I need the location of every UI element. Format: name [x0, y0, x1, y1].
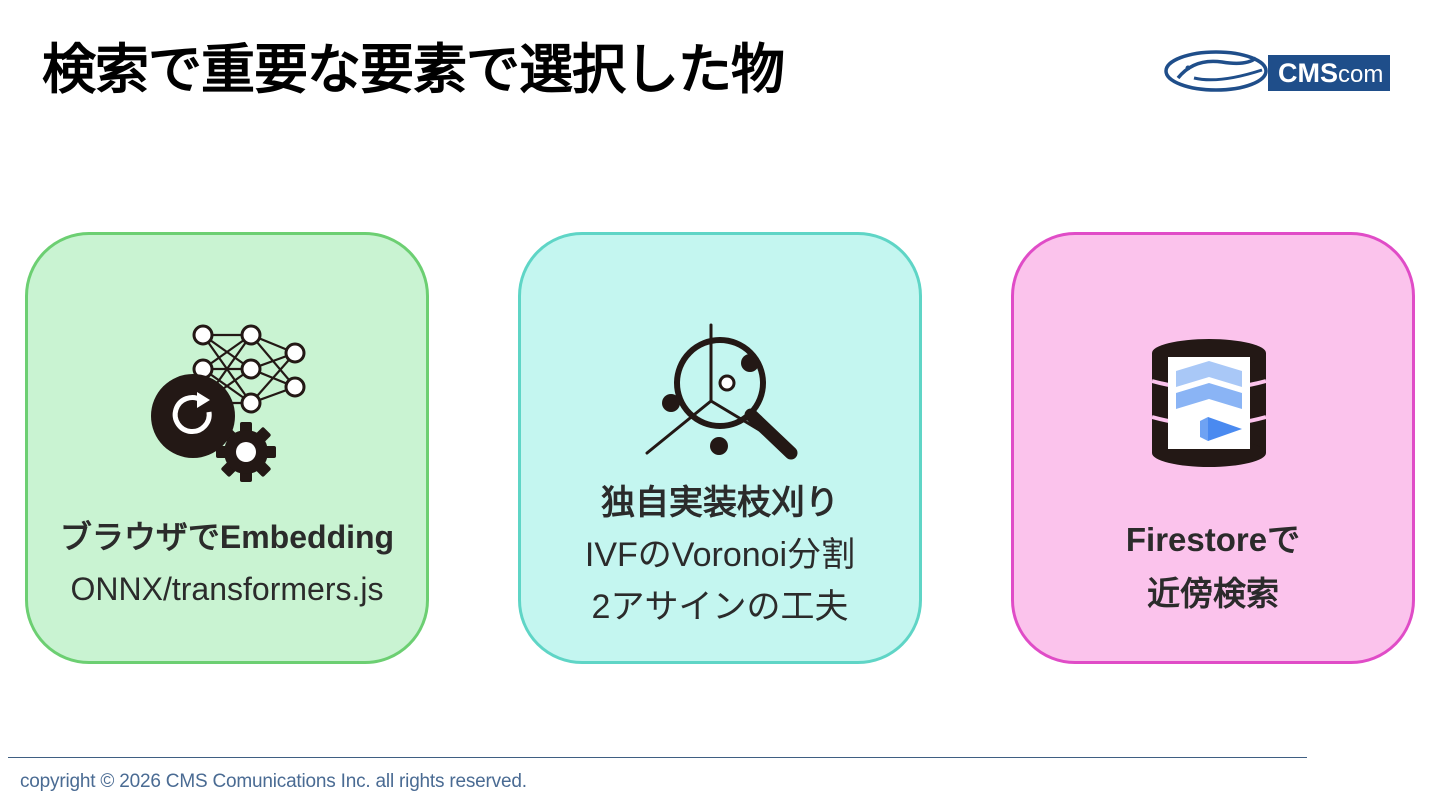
footer-divider: [8, 757, 1307, 758]
card-subtext: IVFのVoronoi分割: [584, 536, 856, 574]
card-heading: Firestoreで: [1125, 521, 1301, 558]
card-heading: ブラウザでEmbedding: [59, 519, 395, 555]
neural-network-gear-icon: [151, 324, 306, 482]
logo-wordmark: CMScom: [1268, 55, 1390, 91]
cms-logo: CMScom: [1164, 48, 1390, 94]
card-firestore-search: Firestoreで 近傍検索: [1011, 232, 1415, 664]
magnifier-voronoi-icon: [645, 323, 798, 460]
card-text: ブラウザでEmbedding ONNX/transformers.js: [28, 511, 426, 615]
card-subtext: 2アサインの工夫: [591, 588, 849, 626]
card-text: Firestoreで 近傍検索: [1014, 513, 1412, 621]
card-heading: 独自実装枝刈り: [601, 484, 839, 522]
card-text: 独自実装枝刈り IVFのVoronoi分割 2アサインの工夫: [521, 477, 919, 633]
card-subtext: ONNX/transformers.js: [70, 571, 384, 607]
card-subtext: 近傍検索: [1147, 575, 1279, 612]
card-ivf-pruning: 独自実装枝刈り IVFのVoronoi分割 2アサインの工夫: [518, 232, 922, 664]
copyright-footer: copyright © 2026 CMS Comunications Inc. …: [20, 771, 527, 792]
page-title: 検索で重要な要素で選択した物: [42, 38, 785, 101]
card-browser-embedding: ブラウザでEmbedding ONNX/transformers.js: [25, 232, 429, 664]
firestore-database-icon: [1151, 339, 1267, 467]
fish-logo-icon: [1164, 50, 1268, 92]
